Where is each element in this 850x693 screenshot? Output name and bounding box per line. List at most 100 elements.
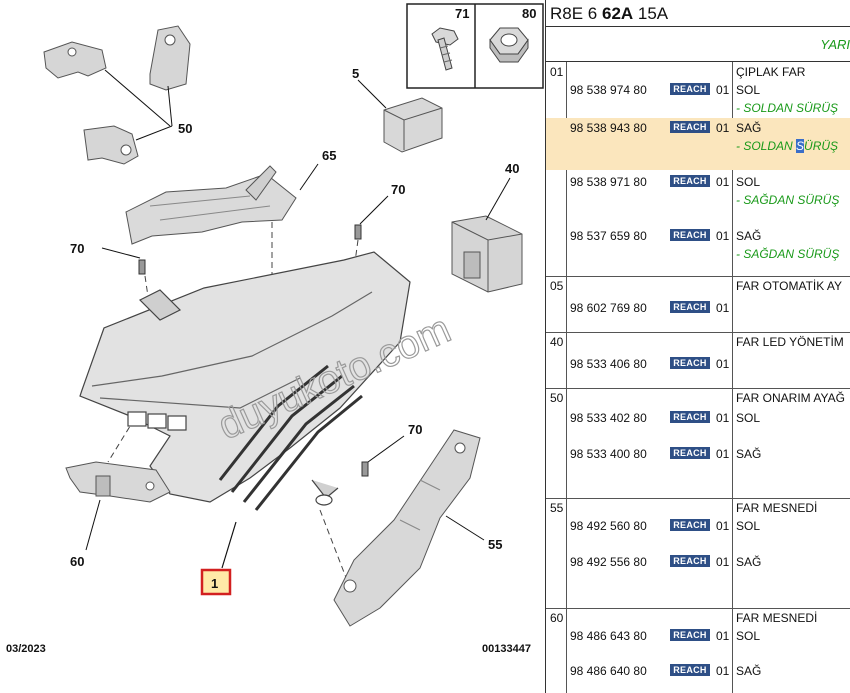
screw-70-right-bottom <box>361 435 405 477</box>
group-number: 60 <box>550 611 564 625</box>
exploded-parts-diagram: 71 80 50 5 65 40 <box>6 3 544 655</box>
quantity: 01 <box>716 629 730 643</box>
part-number: 98 538 974 80 <box>570 83 647 97</box>
quantity: 01 <box>716 357 730 371</box>
part-60-bracket <box>65 461 171 551</box>
reach-badge: REACH <box>670 229 710 241</box>
part-65-shield <box>125 163 319 245</box>
quantity: 01 <box>716 555 730 569</box>
callout-1-highlight[interactable]: 1 <box>200 568 232 596</box>
part-number: 98 538 943 80 <box>570 121 647 135</box>
quantity: 01 <box>716 411 730 425</box>
quantity: 01 <box>716 447 730 461</box>
part-side: SOL <box>736 83 761 97</box>
quantity: 01 <box>716 664 730 678</box>
group-title: FAR ONARIM AYAĞ <box>736 391 845 405</box>
callout-80: 80 <box>522 6 536 21</box>
part-side: SOL <box>736 411 761 425</box>
note-text: - SOLDAN <box>736 139 797 153</box>
fastener-inset-box: 71 80 <box>406 3 544 89</box>
screw-70-left <box>101 247 146 275</box>
part-row-selected[interactable]: 98 538 943 80 REACH 01 SAĞ - SOLDAN SÜRÜ… <box>546 118 850 170</box>
callout-5: 5 <box>352 66 359 81</box>
callout-50: 50 <box>178 121 192 136</box>
part-row[interactable]: 98 537 659 80 REACH 01 SAĞ <box>546 226 850 244</box>
callout-65: 65 <box>322 148 336 163</box>
part-number: 98 602 769 80 <box>570 301 647 315</box>
drive-side-note: - SAĞDAN SÜRÜŞ <box>736 247 840 261</box>
callout-1: 1 <box>211 576 218 591</box>
reach-badge: REACH <box>670 301 710 313</box>
group-01: 01 ÇIPLAK FAR 98 538 974 80 REACH 01 SOL… <box>546 62 850 277</box>
part-row[interactable]: 98 533 406 80 REACH 01 <box>546 354 850 372</box>
reach-badge: REACH <box>670 664 710 676</box>
part-side: SOL <box>736 175 761 189</box>
group-40: 40 FAR LED YÖNETİM 98 533 406 80 REACH 0… <box>546 332 850 389</box>
drive-side-note: - SOLDAN SÜRÜŞ <box>736 101 839 115</box>
callout-70-left: 70 <box>70 241 84 256</box>
quantity: 01 <box>716 121 730 135</box>
subheader-text: YARI Ç <box>820 37 850 52</box>
group-title: ÇIPLAK FAR <box>736 65 806 79</box>
note-text: ÜRÜŞ <box>804 139 839 153</box>
drive-side-note: - SAĞDAN SÜRÜŞ <box>736 193 840 207</box>
drive-side-note: - SOLDAN SÜRÜŞ <box>736 139 838 153</box>
part-50-brackets <box>43 25 191 165</box>
reach-badge: REACH <box>670 83 710 95</box>
reach-badge: REACH <box>670 121 710 133</box>
part-number: 98 486 643 80 <box>570 629 647 643</box>
part-number: 98 492 556 80 <box>570 555 647 569</box>
group-05: 05 FAR OTOMATİK AY 98 602 769 80 REACH 0… <box>546 276 850 333</box>
part-row[interactable]: 98 533 402 80 REACH 01 SOL <box>546 408 850 426</box>
part-number: 98 538 971 80 <box>570 175 647 189</box>
part-side: SAĞ <box>736 664 762 678</box>
header-code-pre: R8E 6 <box>550 4 602 23</box>
bolt-71-drawing <box>431 27 459 71</box>
group-title: FAR MESNEDİ <box>736 501 818 515</box>
group-title: FAR MESNEDİ <box>736 611 818 625</box>
diagram-ref: 00133447 <box>482 643 531 655</box>
part-row[interactable]: 98 538 974 80 REACH 01 SOL <box>546 80 850 98</box>
diagram-date: 03/2023 <box>6 643 46 655</box>
part-row[interactable]: 98 486 640 80 REACH 01 SAĞ <box>546 661 850 679</box>
quantity: 01 <box>716 229 730 243</box>
group-title: FAR OTOMATİK AY <box>736 279 843 293</box>
reach-badge: REACH <box>670 175 710 187</box>
callout-55: 55 <box>488 537 502 552</box>
part-row[interactable]: 98 486 643 80 REACH 01 SOL <box>546 626 850 644</box>
reach-badge: REACH <box>670 357 710 369</box>
part-number: 98 533 400 80 <box>570 447 647 461</box>
quantity: 01 <box>716 175 730 189</box>
part-row[interactable]: 98 492 560 80 REACH 01 SOL <box>546 516 850 534</box>
catalog-header: R8E 6 62A 15A <box>546 0 850 27</box>
part-number: 98 533 406 80 <box>570 357 647 371</box>
reach-badge: REACH <box>670 519 710 531</box>
part-side: SAĞ <box>736 447 762 461</box>
part-row[interactable]: 98 538 971 80 REACH 01 SOL <box>546 172 850 190</box>
text-selection: S <box>796 139 805 153</box>
reach-badge: REACH <box>670 411 710 423</box>
nut-80-drawing <box>489 27 529 63</box>
group-number: 05 <box>550 279 564 293</box>
reach-badge: REACH <box>670 555 710 567</box>
callout-60: 60 <box>70 554 84 569</box>
part-side: SAĞ <box>736 121 762 135</box>
group-number: 01 <box>550 65 564 79</box>
part-number: 98 486 640 80 <box>570 664 647 678</box>
column-divider <box>566 62 567 693</box>
part-5-sensor <box>357 79 443 153</box>
headlamp-light-bars <box>218 364 363 511</box>
part-1-headlamp <box>79 251 411 569</box>
part-55-bracket <box>333 429 485 627</box>
part-side: SOL <box>736 629 761 643</box>
callout-70-right-top: 70 <box>391 182 405 197</box>
group-number: 50 <box>550 391 564 405</box>
part-side: SOL <box>736 519 761 533</box>
catalog-subheader: YARI Ç <box>546 28 850 62</box>
header-code-post: 15A <box>633 4 669 23</box>
part-row[interactable]: 98 492 556 80 REACH 01 SAĞ <box>546 552 850 570</box>
reach-badge: REACH <box>670 629 710 641</box>
part-number: 98 492 560 80 <box>570 519 647 533</box>
part-row[interactable]: 98 602 769 80 REACH 01 <box>546 298 850 316</box>
part-row[interactable]: 98 533 400 80 REACH 01 SAĞ <box>546 444 850 462</box>
